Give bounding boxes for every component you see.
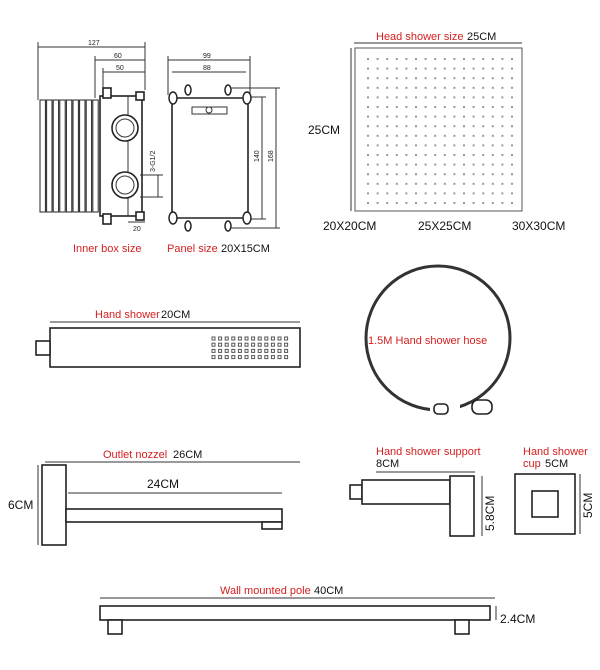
dim-168: 168 bbox=[268, 150, 275, 162]
pole-label: Wall mounted pole bbox=[220, 585, 311, 597]
outlet-nozzle-label: Outlet nozzel bbox=[103, 449, 167, 461]
panel-label: Panel size bbox=[167, 243, 218, 255]
panel-drawing: 99 88 140 168 bbox=[167, 53, 280, 232]
outlet-wall-plate bbox=[41, 464, 67, 546]
support-height: 5.8CM bbox=[483, 496, 497, 531]
inner-box-label: Inner box size bbox=[73, 243, 141, 255]
dim-50: 50 bbox=[116, 65, 124, 72]
support-label: Hand shower support bbox=[376, 446, 481, 458]
nozzle-dots bbox=[367, 58, 513, 204]
head-shower-label: Head shower size bbox=[376, 31, 463, 43]
outlet-nozzle-size: 26CM bbox=[173, 449, 202, 461]
inner-box-drawing: 127 60 50 3-G1/2 20 bbox=[37, 40, 163, 233]
dim-127: 127 bbox=[88, 40, 100, 47]
outlet-pipe bbox=[65, 508, 283, 523]
dim-88: 88 bbox=[203, 65, 211, 72]
head-shower-size: 25CM bbox=[467, 31, 496, 43]
dim-60: 60 bbox=[114, 53, 122, 60]
size-option-20: 20X20CM bbox=[323, 219, 376, 233]
hand-shower-label: Hand shower bbox=[95, 309, 160, 321]
size-option-25: 25X25CM bbox=[418, 219, 471, 233]
support-size: 8CM bbox=[376, 458, 399, 470]
outlet-nozzle-length: 24CM bbox=[147, 477, 179, 491]
panel-size: 20X15CM bbox=[221, 243, 270, 255]
pole-body bbox=[99, 605, 491, 621]
pole-height: 2.4CM bbox=[500, 612, 535, 626]
outlet-nozzle-height: 6CM bbox=[8, 498, 33, 512]
cup-label-line2: cup bbox=[523, 458, 541, 470]
cup-label-line1: Hand shower bbox=[523, 446, 588, 458]
hose-label: 1.5M Hand shower hose bbox=[368, 335, 487, 347]
cup-size: 5CM bbox=[545, 458, 568, 470]
support-body bbox=[361, 479, 451, 505]
size-option-30: 30X30CM bbox=[512, 219, 565, 233]
hand-shower-body bbox=[49, 327, 301, 368]
cup-height: 5CM bbox=[581, 493, 595, 518]
dim-thread: 3-G1/2 bbox=[150, 150, 157, 172]
dim-99: 99 bbox=[203, 53, 211, 60]
head-shower-plate bbox=[354, 47, 523, 212]
dim-20: 20 bbox=[133, 226, 141, 233]
head-shower-side: 25CM bbox=[308, 123, 340, 137]
dim-140: 140 bbox=[254, 150, 261, 162]
hand-shower-size: 20CM bbox=[161, 309, 190, 321]
pole-size: 40CM bbox=[314, 585, 343, 597]
